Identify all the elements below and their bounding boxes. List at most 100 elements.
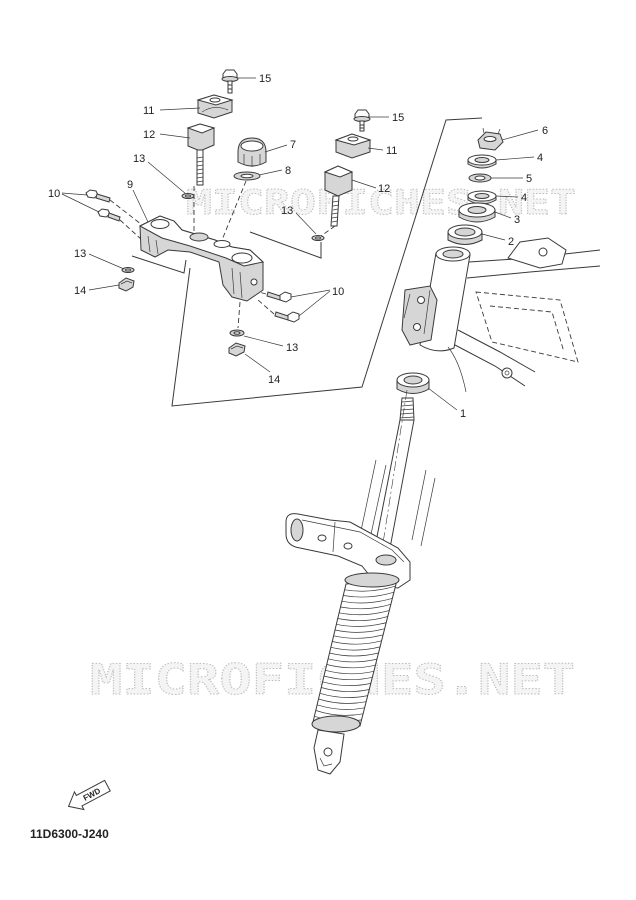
handlebar-mount-boss [189, 232, 209, 242]
bearing-inner [403, 375, 423, 385]
bolt-10-right-a [266, 291, 292, 303]
leader-lines [61, 77, 539, 411]
leader-line [494, 211, 512, 219]
bearing-1 [396, 372, 430, 394]
holder-top-face [186, 123, 216, 134]
engine-mount-hole [538, 247, 548, 257]
callout-labels: 15 11 12 13 10 9 7 8 15 11 12 13 6 4 5 4… [48, 73, 548, 420]
callout-clip-lower-right: 14 [268, 374, 280, 386]
down-tube-upper-edge [457, 329, 536, 373]
leader-line [132, 189, 149, 223]
leader-line [264, 144, 288, 153]
stem-nut-boss [213, 240, 231, 248]
callout-ring-nut-top: 6 [542, 125, 548, 137]
upper-handlebar-holder-11-left [196, 94, 234, 119]
frame-gusset-hidden [475, 291, 579, 363]
boot-ribs [314, 585, 396, 722]
leader-line [495, 195, 519, 198]
callout-ring-nut-lower: 4 [521, 192, 527, 204]
callout-lower-holder-left: 12 [143, 129, 155, 141]
bolt-shank [274, 311, 289, 321]
washer-hole [125, 268, 131, 272]
holder-hole [347, 136, 359, 142]
clip-body [228, 342, 246, 357]
washer-13-left-upper [181, 193, 195, 199]
leader-line [244, 353, 271, 373]
callout-upper-holder-left: 11 [143, 105, 154, 117]
suspension-lower-end [313, 729, 345, 775]
callout-bearing-cover: 3 [514, 214, 520, 226]
assembly-line-lower-left [131, 255, 187, 274]
boot-top-collar [344, 572, 400, 588]
stem-tube-right [386, 419, 415, 565]
clamp-bolt-hole [250, 278, 258, 286]
stud-threads [331, 200, 340, 223]
fork-clamp-hole-right [231, 252, 253, 264]
assembly-boundary-line [171, 117, 483, 407]
holder-hole [209, 97, 221, 103]
bolt-shank [227, 80, 233, 94]
leader-line [427, 387, 458, 411]
holder-stud [196, 149, 204, 186]
watermark-text-top: MICROFICHES.NET [186, 183, 576, 223]
callout-washer-left-upper: 13 [133, 153, 145, 165]
bolt-shank [107, 212, 121, 222]
leader-line [243, 335, 284, 347]
clamp-slit [332, 521, 336, 553]
bearing-2 [447, 224, 483, 245]
bracket-hole-upper [417, 296, 425, 304]
callout-upper-bracket: 9 [127, 179, 133, 191]
assembly-line-lower-bolt-b [257, 299, 275, 315]
diagram-code: 11D6300-J240 [30, 827, 109, 841]
down-tube-lower-edge [454, 344, 526, 387]
clip-nut-14-lower [228, 342, 246, 357]
stem-boss [375, 554, 397, 566]
frame-bolt-center [504, 370, 510, 376]
bolt-15-right [353, 109, 371, 132]
engine-mount-tab [507, 237, 567, 269]
bearing-cover-3 [458, 202, 496, 223]
assembly-line-lower-washer [237, 301, 241, 329]
leader-line [295, 212, 317, 235]
bolt-10-right-b [274, 311, 300, 323]
assembly-line-cap [221, 180, 247, 241]
leader-line [258, 169, 283, 176]
leader-line [159, 107, 201, 111]
nut-hole [483, 136, 497, 142]
clip-body [118, 277, 135, 292]
cap-7 [237, 137, 267, 167]
cap-flats [243, 154, 261, 167]
leader-line [159, 133, 191, 139]
washer-hole [474, 175, 486, 181]
arrow-icon [67, 779, 111, 811]
steering-lock-bracket [401, 285, 438, 346]
leader-line [147, 161, 187, 195]
lower-handlebar-holder-12-right [323, 165, 354, 227]
holder-saddle [201, 107, 229, 113]
callout-cap: 7 [290, 139, 296, 151]
callout-washer-cap: 8 [285, 165, 291, 177]
washer-hole [185, 194, 191, 198]
ring-nut-4-lower [467, 190, 497, 205]
head-pipe-bore [442, 249, 464, 259]
washer-13-lower-right [229, 329, 245, 337]
leader-line [61, 192, 88, 196]
leader-line [367, 147, 384, 151]
frame-bolt [501, 367, 513, 379]
forward-direction-arrow: FWD [67, 779, 111, 811]
ring-hole [474, 157, 490, 163]
leader-line [501, 129, 539, 141]
fork-hidden-line-right-2 [420, 477, 436, 547]
stem-thread-lines [399, 400, 415, 419]
boot-bottom-collar [311, 715, 361, 733]
bracket-hole-lower [413, 323, 421, 331]
holder-stud [330, 195, 340, 227]
leader-line [298, 290, 331, 317]
leader-line [351, 179, 377, 189]
assembly-line-right-holder [320, 225, 336, 237]
assembly-line-right-washer [249, 231, 322, 259]
upper-handlebar-holder-11-right [334, 133, 372, 159]
leader-line [481, 233, 506, 241]
